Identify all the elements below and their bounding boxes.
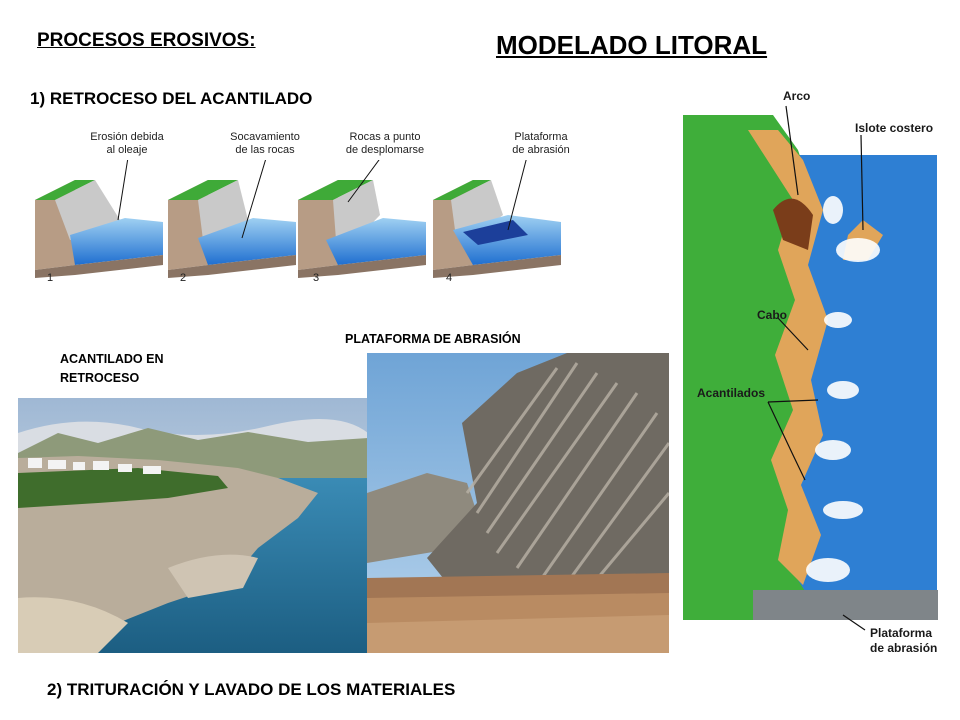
modelado-litoral-title: MODELADO LITORAL: [496, 30, 768, 60]
diagram-block-3: [298, 180, 426, 278]
diagram-step-2-number: 2: [180, 272, 187, 284]
plataforma-abrasion-photo: [367, 353, 669, 653]
acantilado-photo: [18, 398, 368, 653]
diagram-step-1-number: 1: [47, 272, 54, 284]
cliff-retreat-diagram: [35, 160, 561, 278]
label-cabo: Cabo: [757, 308, 787, 322]
plataforma-photo-caption: PLATAFORMA DE ABRASIÓN: [345, 332, 521, 346]
diagram-block-2: [168, 180, 296, 278]
diagram-step-4-number: 4: [446, 272, 453, 284]
diagram-block-1: [35, 180, 163, 278]
label-acantilados: Acantilados: [697, 386, 766, 400]
label-islote-costero: Islote costero: [855, 121, 934, 135]
procesos-erosivos-heading: PROCESOS EROSIVOS:: [37, 30, 256, 51]
label-arco: Arco: [783, 89, 811, 103]
acantilado-photo-caption: ACANTILADO EN RETROCESO: [60, 352, 164, 385]
diagram-step-3-number: 3: [313, 272, 320, 284]
diagram-block-4: [433, 180, 561, 278]
section-retroceso-heading: 1) RETROCESO DEL ACANTILADO: [30, 89, 313, 108]
section-trituracion-heading: 2) TRITURACIÓN Y LAVADO DE LOS MATERIALE…: [47, 680, 456, 699]
litoral-platform: [753, 590, 938, 620]
litoral-diagram: [683, 105, 938, 631]
